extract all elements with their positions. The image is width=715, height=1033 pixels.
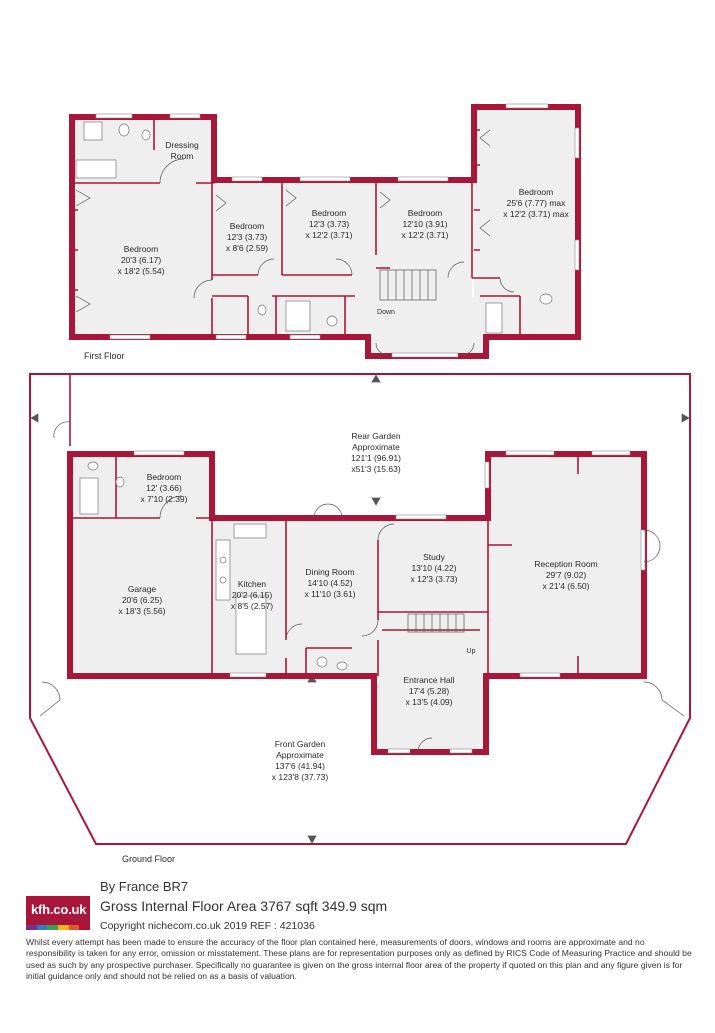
logo-color-bars: [26, 925, 91, 930]
kitchen-dim2: x 8'5 (2.57): [231, 601, 273, 611]
first-bedroom-mid2-dim1: 12'10 (3.91): [402, 219, 447, 229]
ground-bedroom-dim1: 12' (3.66): [146, 483, 182, 493]
study-dim2: x 12'3 (3.73): [411, 574, 458, 584]
logo-bar: [47, 925, 59, 930]
first-bedroom-main-dim2: x 18'2 (5.54): [118, 266, 165, 276]
logo-bar: [26, 925, 37, 930]
first-bedroom-mid1-dim1: 12'3 (3.73): [309, 219, 350, 229]
study-name: Study: [423, 552, 445, 562]
kitchen-name: Kitchen: [238, 579, 267, 589]
entrance-hall-dim2: x 13'5 (4.09): [406, 697, 453, 707]
front-garden-line3: 137'6 (41.94): [275, 761, 325, 771]
first-bedroom-mid2-dim2: x 12'2 (3.71): [402, 230, 449, 240]
reception-room-dim1: 29'7 (9.02): [546, 570, 587, 580]
garage-dim2: x 18'3 (5.56): [119, 606, 166, 616]
first-bedroom-mid1-dim2: x 12'2 (3.71): [306, 230, 353, 240]
first-floor-label: First Floor: [84, 351, 125, 361]
first-bedroom-small-name: Bedroom: [230, 221, 265, 231]
logo-bar: [68, 925, 80, 930]
ground-stairs-up-label: Up: [467, 648, 476, 655]
ground-floor-plan: Rear Garden Approximate 121'1 (96.91) x5…: [29, 373, 691, 864]
study-dim1: 13'10 (4.22): [411, 563, 456, 573]
logo-bar: [58, 925, 69, 930]
kitchen-dim1: 20'2 (6.15): [232, 590, 273, 600]
first-stairs-down-label: Down: [377, 309, 395, 316]
first-bedroom-right-dim1: 25'6 (7.77) max: [507, 198, 567, 208]
kfh-logo: kfh.co.uk: [26, 896, 91, 930]
rear-garden-line4: x51'3 (15.63): [351, 464, 401, 474]
reception-room-name: Reception Room: [534, 559, 597, 569]
first-bedroom-small-dim2: x 8'6 (2.59): [226, 243, 268, 253]
property-address: By France BR7: [100, 879, 189, 894]
dining-room-dim1: 14'10 (4.52): [307, 578, 352, 588]
ground-bedroom-dim2: x 7'10 (2.39): [141, 494, 188, 504]
front-garden-line2: Approximate: [276, 750, 324, 760]
floor-area: Gross Internal Floor Area 3767 sqft 349.…: [100, 898, 388, 914]
ground-bedroom-name: Bedroom: [147, 472, 182, 482]
disclaimer: Whilst every attempt has been made to en…: [26, 937, 692, 982]
first-bedroom-small-dim1: 12'3 (3.73): [227, 232, 268, 242]
rear-garden-line1: Rear Garden: [351, 431, 400, 441]
front-garden-line4: x 123'8 (37.73): [272, 772, 329, 782]
rear-garden-line2: Approximate: [352, 442, 400, 452]
first-bedroom-main-dim1: 20'3 (6.17): [121, 255, 162, 265]
first-bedroom-right-dim2: x 12'2 (3.71) max: [503, 209, 569, 219]
entrance-hall-dim1: 17'4 (5.28): [409, 686, 450, 696]
ground-floor-label: Ground Floor: [122, 854, 175, 864]
logo-bar: [36, 925, 48, 930]
dining-room-name: Dining Room: [305, 567, 354, 577]
garage-dim1: 20'6 (6.25): [122, 595, 163, 605]
copyright: Copyright nichecom.co.uk 2019 REF : 4210…: [100, 920, 315, 932]
logo-text: kfh.co.uk: [31, 902, 87, 917]
reception-room-dim2: x 21'4 (6.50): [543, 581, 590, 591]
garage-name: Garage: [128, 584, 157, 594]
dining-room-dim2: x 11'10 (3.61): [304, 589, 355, 599]
rear-garden-line3: 121'1 (96.91): [351, 453, 401, 463]
first-bedroom-mid2-name: Bedroom: [408, 208, 443, 218]
front-garden-line1: Front Garden: [275, 739, 326, 749]
entrance-hall-name: Entrance Hall: [403, 675, 454, 685]
first-bedroom-mid1-name: Bedroom: [312, 208, 347, 218]
first-bedroom-right-name: Bedroom: [519, 187, 554, 197]
first-bedroom-main-name: Bedroom: [124, 244, 159, 254]
logo-bar: [79, 925, 91, 930]
